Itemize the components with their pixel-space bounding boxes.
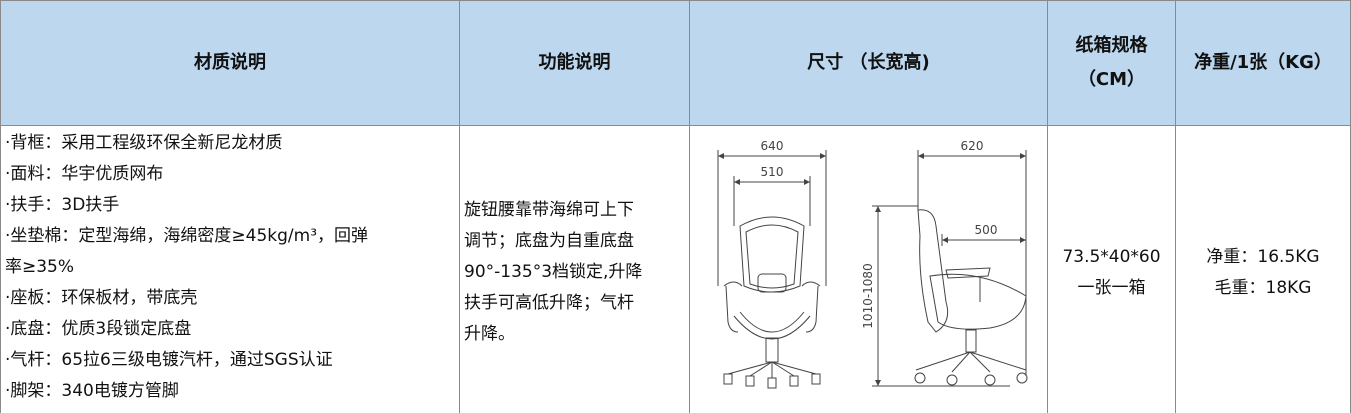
header-material: 材质说明 [0, 0, 460, 126]
material-item: ·坐垫棉：定型海绵，海绵密度≥45kg/m³，回弹 [5, 226, 369, 246]
material-item: ·扶手：3D扶手 [5, 195, 120, 215]
header-box-line1: 纸箱规格 [1075, 35, 1148, 56]
dimension-seat-depth: 500 [975, 223, 998, 237]
header-weight: 净重/1张（KG） [1175, 0, 1351, 126]
material-item: ·底盘：优质3段锁定底盘 [5, 319, 192, 339]
chair-dimension-drawing: 640 510 620 500 1010-1080 [717, 139, 1028, 389]
size-drawing-cell: 640 510 620 500 1010-1080 [689, 125, 1048, 413]
box-spec-cell: 73.5*40*60 一张一箱 [1047, 125, 1176, 413]
material-item: ·气杆：65拉6三级电镀汽杆，通过SGS认证 [5, 350, 333, 370]
function-line: 调节；底盘为自重底盘 [464, 231, 634, 251]
function-line: 扶手可高低升降；气杆 [464, 293, 634, 313]
box-size: 73.5*40*60 [1062, 246, 1161, 267]
function-line: 升降。 [464, 324, 515, 344]
header-box: 纸箱规格 （CM） [1047, 0, 1176, 126]
material-item: ·脚架：340电镀方管脚 [5, 381, 179, 401]
material-item: 率≥35% [5, 257, 75, 277]
product-row: ·背框：采用工程级环保全新尼龙材质 ·面料：华宇优质网布 ·扶手：3D扶手 ·坐… [0, 125, 1351, 413]
function-cell: 旋钮腰靠带海绵可上下 调节；底盘为自重底盘 90°-135°3档锁定,升降 扶手… [459, 125, 690, 413]
header-row: 材质说明 功能说明 尺寸 （长宽高) 纸箱规格 （CM） 净重/1张（KG） [0, 0, 1351, 126]
material-item: ·背框：采用工程级环保全新尼龙材质 [5, 133, 283, 153]
material-item: ·座板：环保板材，带底壳 [5, 288, 198, 308]
material-list: ·背框：采用工程级环保全新尼龙材质 ·面料：华宇优质网布 ·扶手：3D扶手 ·坐… [1, 126, 459, 413]
dimension-seat-width: 510 [761, 165, 784, 179]
weight-cell: 净重：16.5KG 毛重：18KG [1175, 125, 1351, 413]
function-line: 旋钮腰靠带海绵可上下 [464, 200, 634, 220]
header-size: 尺寸 （长宽高) [689, 0, 1048, 126]
dimension-side-depth: 620 [961, 139, 984, 153]
material-cell: ·背框：采用工程级环保全新尼龙材质 ·面料：华宇优质网布 ·扶手：3D扶手 ·坐… [0, 125, 460, 413]
function-line: 90°-135°3档锁定,升降 [464, 262, 643, 282]
net-weight: 净重：16.5KG [1206, 246, 1320, 267]
box-note: 一张一箱 [1077, 277, 1146, 298]
header-box-line2: （CM） [1077, 69, 1146, 90]
dimension-height: 1010-1080 [861, 263, 875, 328]
dimension-front-width: 640 [761, 139, 784, 153]
gross-weight: 毛重：18KG [1214, 277, 1312, 298]
material-item: ·面料：华宇优质网布 [5, 164, 164, 184]
header-function: 功能说明 [459, 0, 690, 126]
